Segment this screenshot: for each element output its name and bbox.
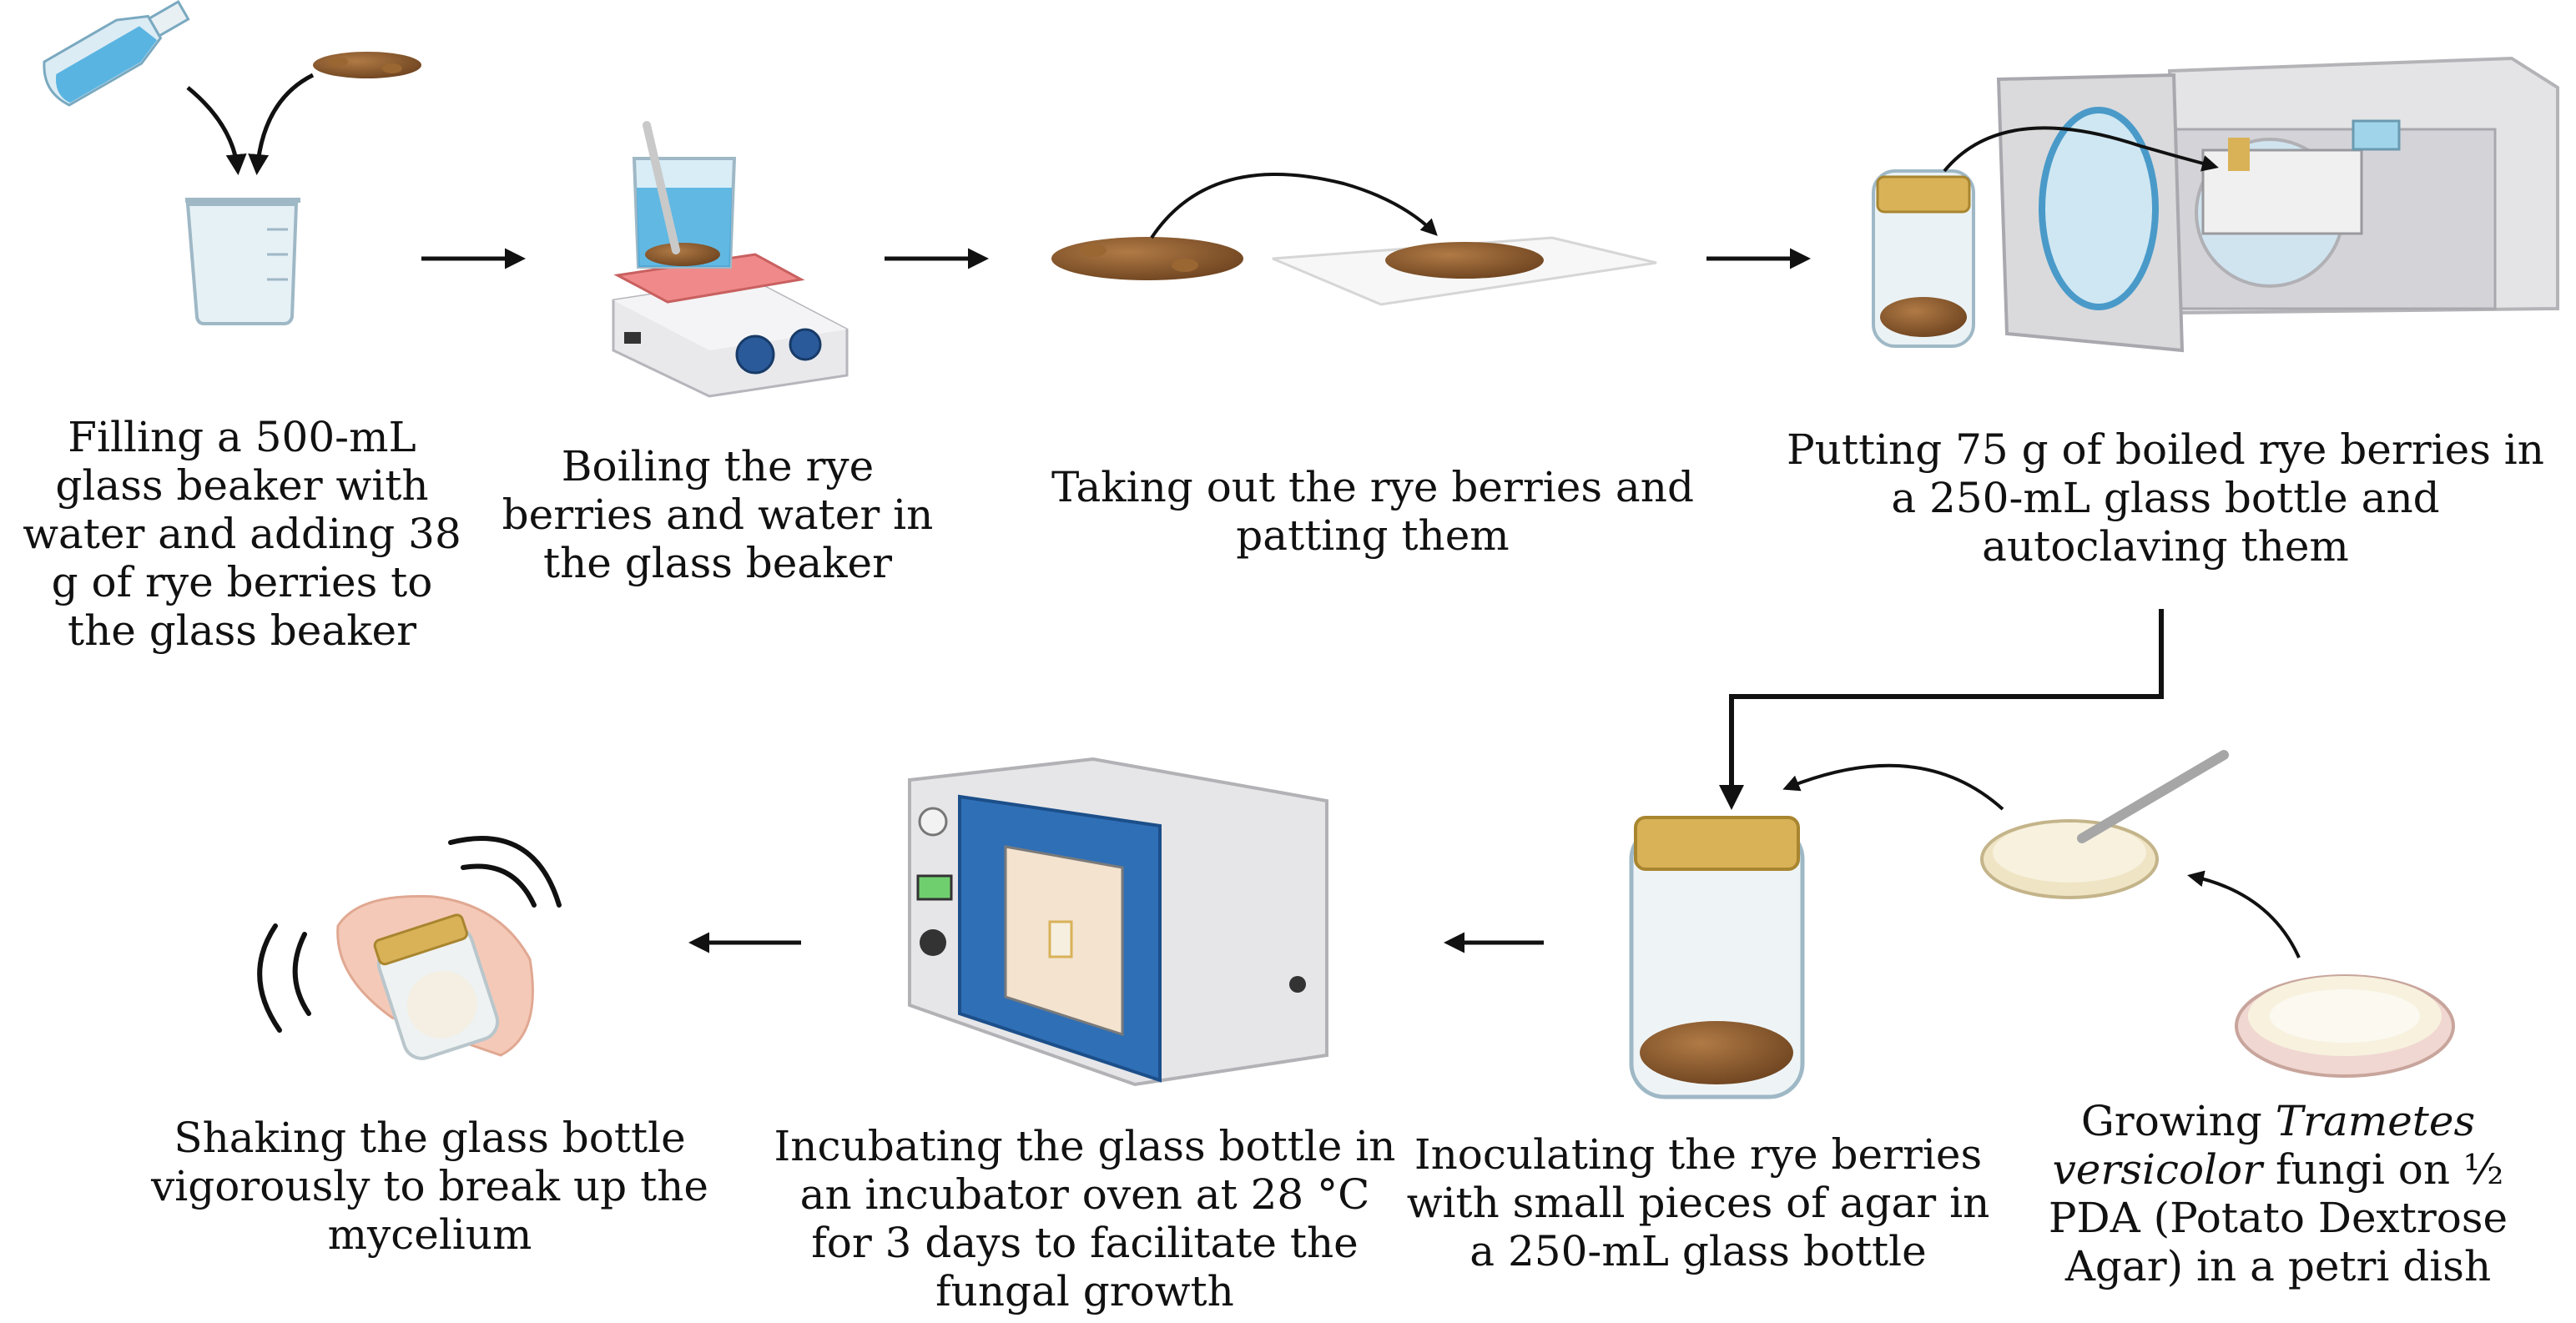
step5-caption-post: fungi on ½ PDA (Potato Dextrose Agar) in…	[2048, 1145, 2508, 1290]
step5-caption-species: Trametes versicolor	[2052, 1097, 2476, 1194]
step5-caption-pre: Growing	[2080, 1097, 2262, 1145]
bottle-to-autoclave-arrow	[1943, 126, 2219, 173]
petri-dish-small-icon	[1980, 750, 2229, 899]
step2-illustration	[612, 121, 849, 398]
flask-to-beaker-arrow	[186, 86, 247, 175]
shaken-bottle-icon	[373, 913, 500, 1060]
rye-berries-icon	[313, 52, 421, 78]
inoculated-bottle-icon	[1629, 816, 1805, 1099]
step5-caption: Growing Trametes versicolor fungi on ½ P…	[2003, 1097, 2553, 1290]
berries-to-beaker-arrow	[248, 73, 315, 175]
step3-illustration	[1051, 173, 1657, 306]
large-dish-to-small-dish-arrow	[2187, 870, 2301, 958]
small-dish-to-bottle-arrow	[1782, 763, 2004, 811]
step8-caption: Shaking the glass bottle vigorously to b…	[151, 1114, 708, 1259]
autoclave-icon	[1996, 56, 2559, 353]
paper-towel-icon	[1272, 236, 1657, 306]
pile-to-paper-arrow	[1150, 173, 1438, 239]
petri-dish-large-icon	[2235, 974, 2455, 1078]
incubator-oven-icon	[908, 757, 1328, 1087]
step4-caption: Putting 75 g of boiled rye berries in a …	[1787, 425, 2544, 571]
motion-lines-icon	[257, 836, 562, 1033]
step1-caption: Filling a 500-mL glass beaker with water…	[23, 413, 461, 655]
step7-caption: Incubating the glass bottle in an incuba…	[774, 1122, 1396, 1315]
berries-pile-icon	[1051, 237, 1243, 280]
step8-illustration	[257, 836, 562, 1060]
pouring-flask-icon	[43, 0, 190, 107]
step5-illustration	[1782, 750, 2455, 1078]
glass-beaker-icon	[185, 198, 300, 325]
step1-illustration	[43, 0, 421, 325]
step6-illustration	[1629, 816, 1805, 1099]
hot-plate-stirrer-icon	[612, 253, 849, 398]
step6-caption: Inoculating the rye berries with small p…	[1406, 1130, 1990, 1275]
step2-caption: Boiling the rye berries and water in the…	[502, 442, 934, 587]
glass-bottle-icon	[1872, 169, 1975, 348]
boiling-beaker-icon	[632, 121, 737, 269]
step7-illustration	[908, 757, 1328, 1087]
step3-caption: Taking out the rye berries and patting t…	[1051, 463, 1694, 560]
step4-illustration	[1872, 56, 2559, 353]
arrow-step4-to-step6	[1719, 609, 2164, 810]
